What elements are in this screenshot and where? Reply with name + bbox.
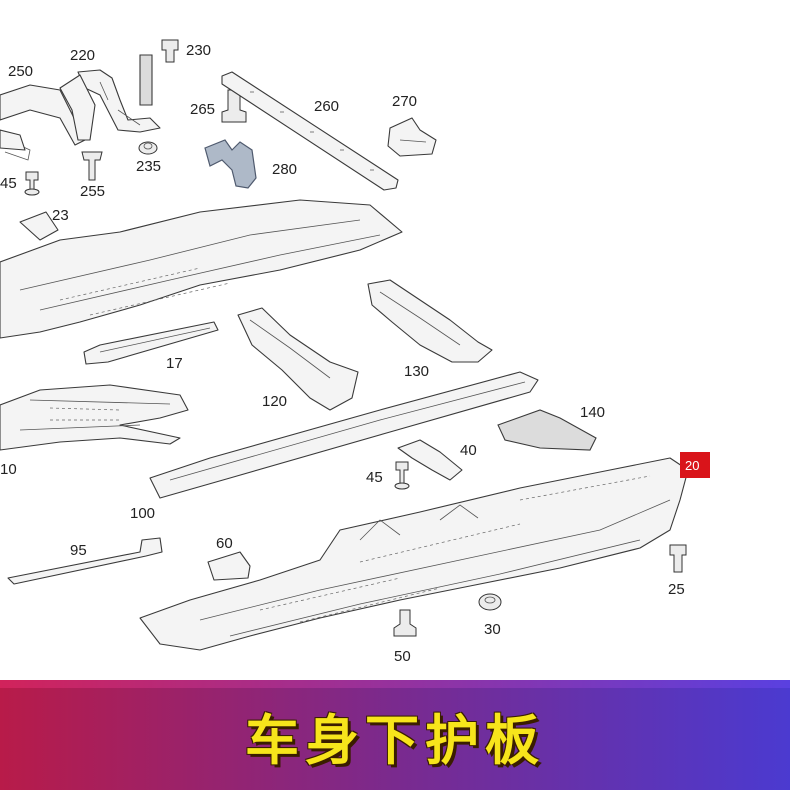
part-45-bolt-upper: [24, 171, 40, 196]
callout-260: 260: [314, 98, 339, 115]
callout-45-lower: 45: [366, 469, 383, 486]
part-255-bolt: [81, 151, 103, 181]
callout-60: 60: [216, 535, 233, 552]
part-40-bracket: [397, 439, 463, 481]
title-banner: 车身下护板: [0, 680, 790, 790]
part-130-member: [367, 279, 493, 363]
callout-140: 140: [580, 404, 605, 421]
callout-40: 40: [460, 442, 477, 459]
part-265-bolt: [221, 89, 247, 123]
part-120-member: [237, 307, 359, 411]
part-floor-pan: [0, 199, 403, 339]
part-25-bolt: [669, 544, 687, 573]
callout-30: 30: [484, 621, 501, 638]
callout-95: 95: [70, 542, 87, 559]
callout-17: 17: [166, 355, 183, 372]
callout-265: 265: [190, 101, 215, 118]
callout-220: 220: [70, 47, 95, 64]
callout-120: 120: [262, 393, 287, 410]
part-230-bolt: [161, 39, 179, 63]
part-100-rocker: [149, 371, 539, 499]
callout-45-upper: 45: [0, 175, 17, 192]
callout-230: 230: [186, 42, 211, 59]
callout-25: 25: [668, 581, 685, 598]
part-140-shield: [497, 409, 597, 451]
part-10-crossmember: [0, 384, 189, 451]
callout-280: 280: [272, 161, 297, 178]
part-235-nut: [138, 141, 158, 155]
callout-235: 235: [136, 158, 161, 175]
part-50-bolt: [393, 609, 417, 637]
callout-20-highlight: [680, 452, 710, 478]
part-45-bolt-lower: [394, 461, 410, 490]
part-280-bracket: [204, 139, 257, 189]
callout-100: 100: [130, 505, 155, 522]
callout-130: 130: [404, 363, 429, 380]
part-20-underbody-panel: [139, 457, 689, 651]
part-270-bracket: [387, 117, 437, 157]
callout-10: 10: [0, 461, 17, 478]
part-60-clip: [207, 551, 251, 581]
callout-23: 23: [52, 207, 69, 224]
part-95-strip: [7, 537, 163, 585]
callout-250: 250: [8, 63, 33, 80]
callout-20: 20: [685, 458, 699, 473]
part-220-bracket: [59, 54, 161, 141]
part-260-strip: [221, 71, 399, 191]
banner-title: 车身下护板: [245, 708, 545, 772]
part-17-rail: [83, 321, 219, 365]
callout-50: 50: [394, 648, 411, 665]
part-250-bracket: [0, 84, 86, 161]
callout-270: 270: [392, 93, 417, 110]
exploded-parts-diagram: 220 230 250 260 270 265 280 235 255 45 2…: [0, 39, 710, 665]
callout-255: 255: [80, 183, 105, 200]
banner-top-stripe: [0, 680, 790, 688]
part-30-nut: [478, 593, 502, 611]
